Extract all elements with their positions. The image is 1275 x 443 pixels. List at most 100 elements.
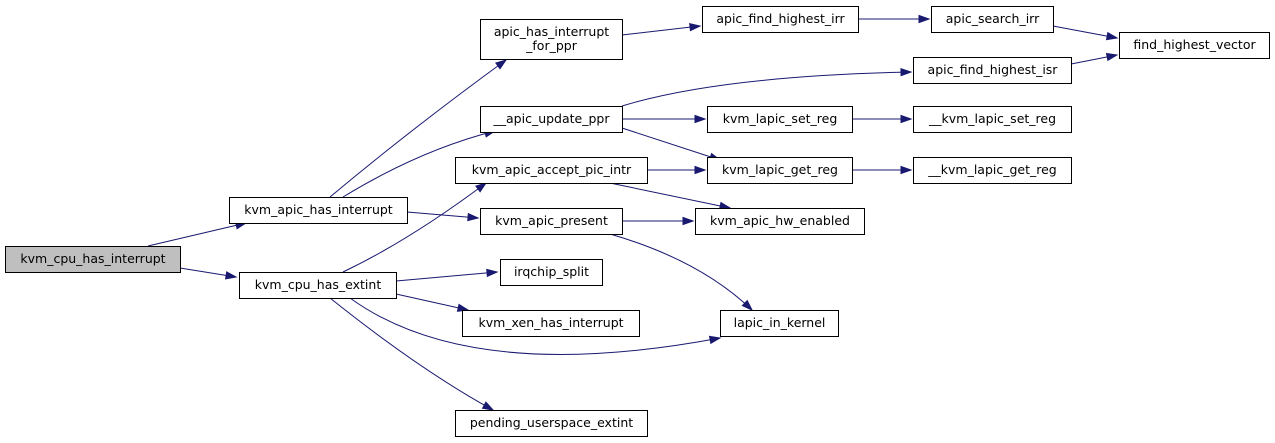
node-kvm_cpu_has_interrupt[interactable]: kvm_cpu_has_interrupt — [5, 246, 181, 273]
node-__kvm_lapic_set_reg[interactable]: __kvm_lapic_set_reg — [913, 106, 1072, 133]
node-label: kvm_lapic_set_reg — [723, 111, 838, 126]
edge-line — [609, 182, 731, 209]
edge-kvm_apic_has_interrupt-to-kvm_apic_present — [406, 211, 480, 222]
edge-kvm_lapic_set_reg-to-__kvm_lapic_set_reg — [852, 114, 913, 124]
edge-kvm_lapic_get_reg-to-__kvm_lapic_get_reg — [852, 165, 913, 175]
node-box[interactable] — [480, 106, 623, 133]
node-box[interactable] — [480, 19, 623, 60]
node-kvm_apic_accept_pic_intr[interactable]: kvm_apic_accept_pic_intr — [455, 157, 648, 184]
nodes-layer: kvm_cpu_has_interrupt kvm_apic_has_interr… — [5, 6, 1270, 437]
node-__apic_update_ppr[interactable]: __apic_update_ppr — [480, 106, 623, 133]
node-label: kvm_xen_has_interrupt — [478, 315, 623, 330]
node-kvm_cpu_has_extint[interactable]: kvm_cpu_has_extint — [239, 272, 397, 299]
node-box[interactable] — [455, 410, 648, 437]
arrow-head-icon — [467, 212, 480, 222]
edge-line — [147, 222, 247, 247]
node-box[interactable] — [455, 157, 648, 184]
arrow-head-icon — [694, 114, 707, 124]
node-box[interactable] — [913, 106, 1072, 133]
node-label: kvm_cpu_has_interrupt — [20, 251, 165, 266]
node-kvm_apic_hw_enabled[interactable]: kvm_apic_hw_enabled — [695, 208, 865, 235]
arrow-head-icon — [495, 59, 508, 70]
edge-line — [621, 127, 721, 161]
node-box[interactable] — [707, 157, 853, 184]
node-find_highest_vector[interactable]: find_highest_vector — [1119, 32, 1270, 59]
node-label: apic_search_irr — [946, 11, 1040, 26]
edge-line — [342, 130, 496, 198]
edge-line — [1052, 25, 1118, 39]
node-apic_has_interrupt_for_ppr[interactable]: apic_has_interrupt_for_ppr — [480, 19, 623, 60]
edge-line — [621, 25, 701, 36]
node-label: lapic_in_kernel — [734, 315, 826, 330]
node-kvm_xen_has_interrupt[interactable]: kvm_xen_has_interrupt — [462, 310, 640, 337]
node-label: apic_find_highest_isr — [928, 62, 1059, 77]
node-box[interactable] — [931, 6, 1054, 33]
node-box[interactable] — [462, 310, 640, 337]
edge-line — [406, 211, 479, 219]
edge-line — [329, 297, 494, 411]
arrow-head-icon — [694, 165, 707, 175]
arrow-head-icon — [900, 68, 913, 77]
node-box[interactable] — [239, 272, 397, 299]
arrow-head-icon — [682, 216, 695, 226]
edge-kvm_apic_accept_pic_intr-to-kvm_lapic_get_reg — [647, 165, 707, 175]
edge-kvm_cpu_has_extint-to-irqchip_split — [395, 268, 499, 282]
edge-kvm_cpu_has_extint-to-pending_userspace_extint — [329, 297, 495, 411]
node-box[interactable] — [707, 106, 853, 133]
node-label: find_highest_vector — [1133, 37, 1256, 52]
node-label: __apic_update_ppr — [493, 111, 611, 126]
node-label: _for_ppr — [525, 38, 578, 53]
arrow-head-icon — [475, 182, 488, 193]
node-label: __kvm_lapic_get_reg — [927, 162, 1057, 177]
edge-kvm_apic_present-to-lapic_in_kernel — [609, 233, 754, 312]
edge-kvm_apic_accept_pic_intr-to-kvm_apic_hw_enabled — [609, 182, 732, 210]
node-box[interactable] — [500, 259, 603, 286]
arrow-head-icon — [1105, 52, 1119, 62]
arrow-head-icon — [486, 268, 499, 278]
edge-apic_has_interrupt_for_ppr-to-apic_find_highest_irr — [621, 23, 702, 36]
node-kvm_apic_has_interrupt[interactable]: kvm_apic_has_interrupt — [229, 197, 408, 224]
arrow-head-icon — [741, 299, 754, 312]
node-box[interactable] — [695, 208, 865, 235]
node-box[interactable] — [913, 157, 1072, 184]
edge-kvm_cpu_has_interrupt-to-kvm_apic_has_interrupt — [147, 221, 248, 247]
node-box[interactable] — [720, 310, 839, 337]
node-kvm_lapic_get_reg[interactable]: kvm_lapic_get_reg — [707, 157, 853, 184]
node-box[interactable] — [5, 246, 181, 273]
arrow-head-icon — [1105, 31, 1119, 41]
edge-apic_find_highest_irr-to-apic_search_irr — [858, 14, 931, 24]
node-kvm_apic_present[interactable]: kvm_apic_present — [480, 208, 623, 235]
node-box[interactable] — [913, 57, 1072, 84]
edge-__apic_update_ppr-to-kvm_lapic_get_reg — [621, 127, 722, 161]
node-kvm_lapic_set_reg[interactable]: kvm_lapic_set_reg — [707, 106, 853, 133]
edge-line — [621, 71, 912, 107]
node-pending_userspace_extint[interactable]: pending_userspace_extint — [455, 410, 648, 437]
node-apic_find_highest_isr[interactable]: apic_find_highest_isr — [913, 57, 1072, 84]
node-label: kvm_cpu_has_extint — [255, 277, 382, 292]
node-label: kvm_apic_present — [495, 213, 608, 228]
node-apic_search_irr[interactable]: apic_search_irr — [931, 6, 1054, 33]
arrow-head-icon — [481, 401, 495, 411]
edge-line — [342, 182, 487, 273]
node-label: kvm_apic_accept_pic_intr — [472, 162, 632, 177]
edge-kvm_cpu_has_interrupt-to-kvm_cpu_has_extint — [179, 267, 238, 280]
node-apic_find_highest_irr[interactable]: apic_find_highest_irr — [702, 6, 859, 33]
edge-__apic_update_ppr-to-apic_find_highest_isr — [621, 68, 913, 107]
node-__kvm_lapic_get_reg[interactable]: __kvm_lapic_get_reg — [913, 157, 1072, 184]
edge-line — [329, 59, 507, 198]
node-label: kvm_apic_hw_enabled — [710, 213, 850, 228]
edge-kvm_cpu_has_extint-to-lapic_in_kernel — [349, 297, 722, 355]
node-label: kvm_apic_has_interrupt — [244, 202, 392, 217]
node-box[interactable] — [229, 197, 408, 224]
node-box[interactable] — [1119, 32, 1270, 59]
edge-kvm_cpu_has_extint-to-kvm_xen_has_interrupt — [395, 293, 470, 312]
edge-apic_find_highest_isr-to-find_highest_vector — [1070, 52, 1119, 65]
node-lapic_in_kernel[interactable]: lapic_in_kernel — [720, 310, 839, 337]
node-irqchip_split[interactable]: irqchip_split — [500, 259, 603, 286]
node-box[interactable] — [702, 6, 859, 33]
node-box[interactable] — [480, 208, 623, 235]
edge-line — [395, 293, 469, 311]
node-label: __kvm_lapic_set_reg — [928, 111, 1056, 126]
node-label: apic_find_highest_irr — [716, 11, 845, 26]
